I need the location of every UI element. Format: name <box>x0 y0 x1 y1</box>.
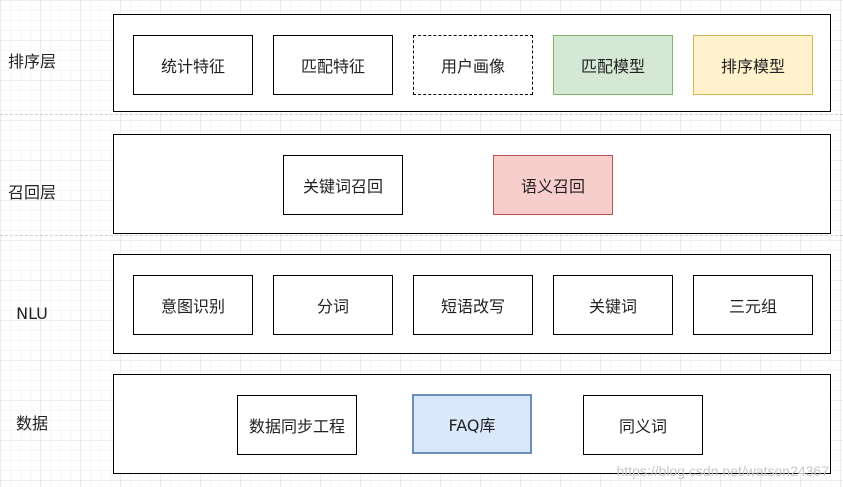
node-triples: 三元组 <box>693 275 813 335</box>
layer-label-ranking: 排序层 <box>7 52 56 71</box>
node-statistical-features: 统计特征 <box>133 35 253 95</box>
node-keywords: 关键词 <box>553 275 673 335</box>
layer-box-data: 数据同步工程 FAQ库 同义词 <box>113 374 831 474</box>
node-semantic-recall: 语义召回 <box>493 155 613 215</box>
layer-divider <box>0 114 843 115</box>
layer-label-nlu: NLU <box>16 304 48 323</box>
node-user-profile: 用户画像 <box>413 35 533 95</box>
node-word-segmentation: 分词 <box>273 275 393 335</box>
node-phrase-rewriting: 短语改写 <box>413 275 533 335</box>
node-ranking-model: 排序模型 <box>693 35 813 95</box>
node-synonyms: 同义词 <box>583 395 703 455</box>
layer-box-ranking: 统计特征 匹配特征 用户画像 匹配模型 排序模型 <box>113 14 831 112</box>
layer-label-data: 数据 <box>15 414 48 433</box>
node-keyword-recall: 关键词召回 <box>283 155 403 215</box>
layer-box-recall: 关键词召回 语义召回 <box>113 134 831 234</box>
node-matching-features: 匹配特征 <box>273 35 393 95</box>
watermark: https://blog.csdn.net/watson24367 <box>616 463 829 479</box>
layer-label-recall: 召回层 <box>7 183 56 202</box>
node-data-sync-engineering: 数据同步工程 <box>237 395 357 455</box>
node-faq-library: FAQ库 <box>412 394 532 454</box>
layer-box-nlu: 意图识别 分词 短语改写 关键词 三元组 <box>113 254 831 354</box>
layer-divider <box>0 235 843 236</box>
node-matching-model: 匹配模型 <box>553 35 673 95</box>
node-intent-recognition: 意图识别 <box>133 275 253 335</box>
